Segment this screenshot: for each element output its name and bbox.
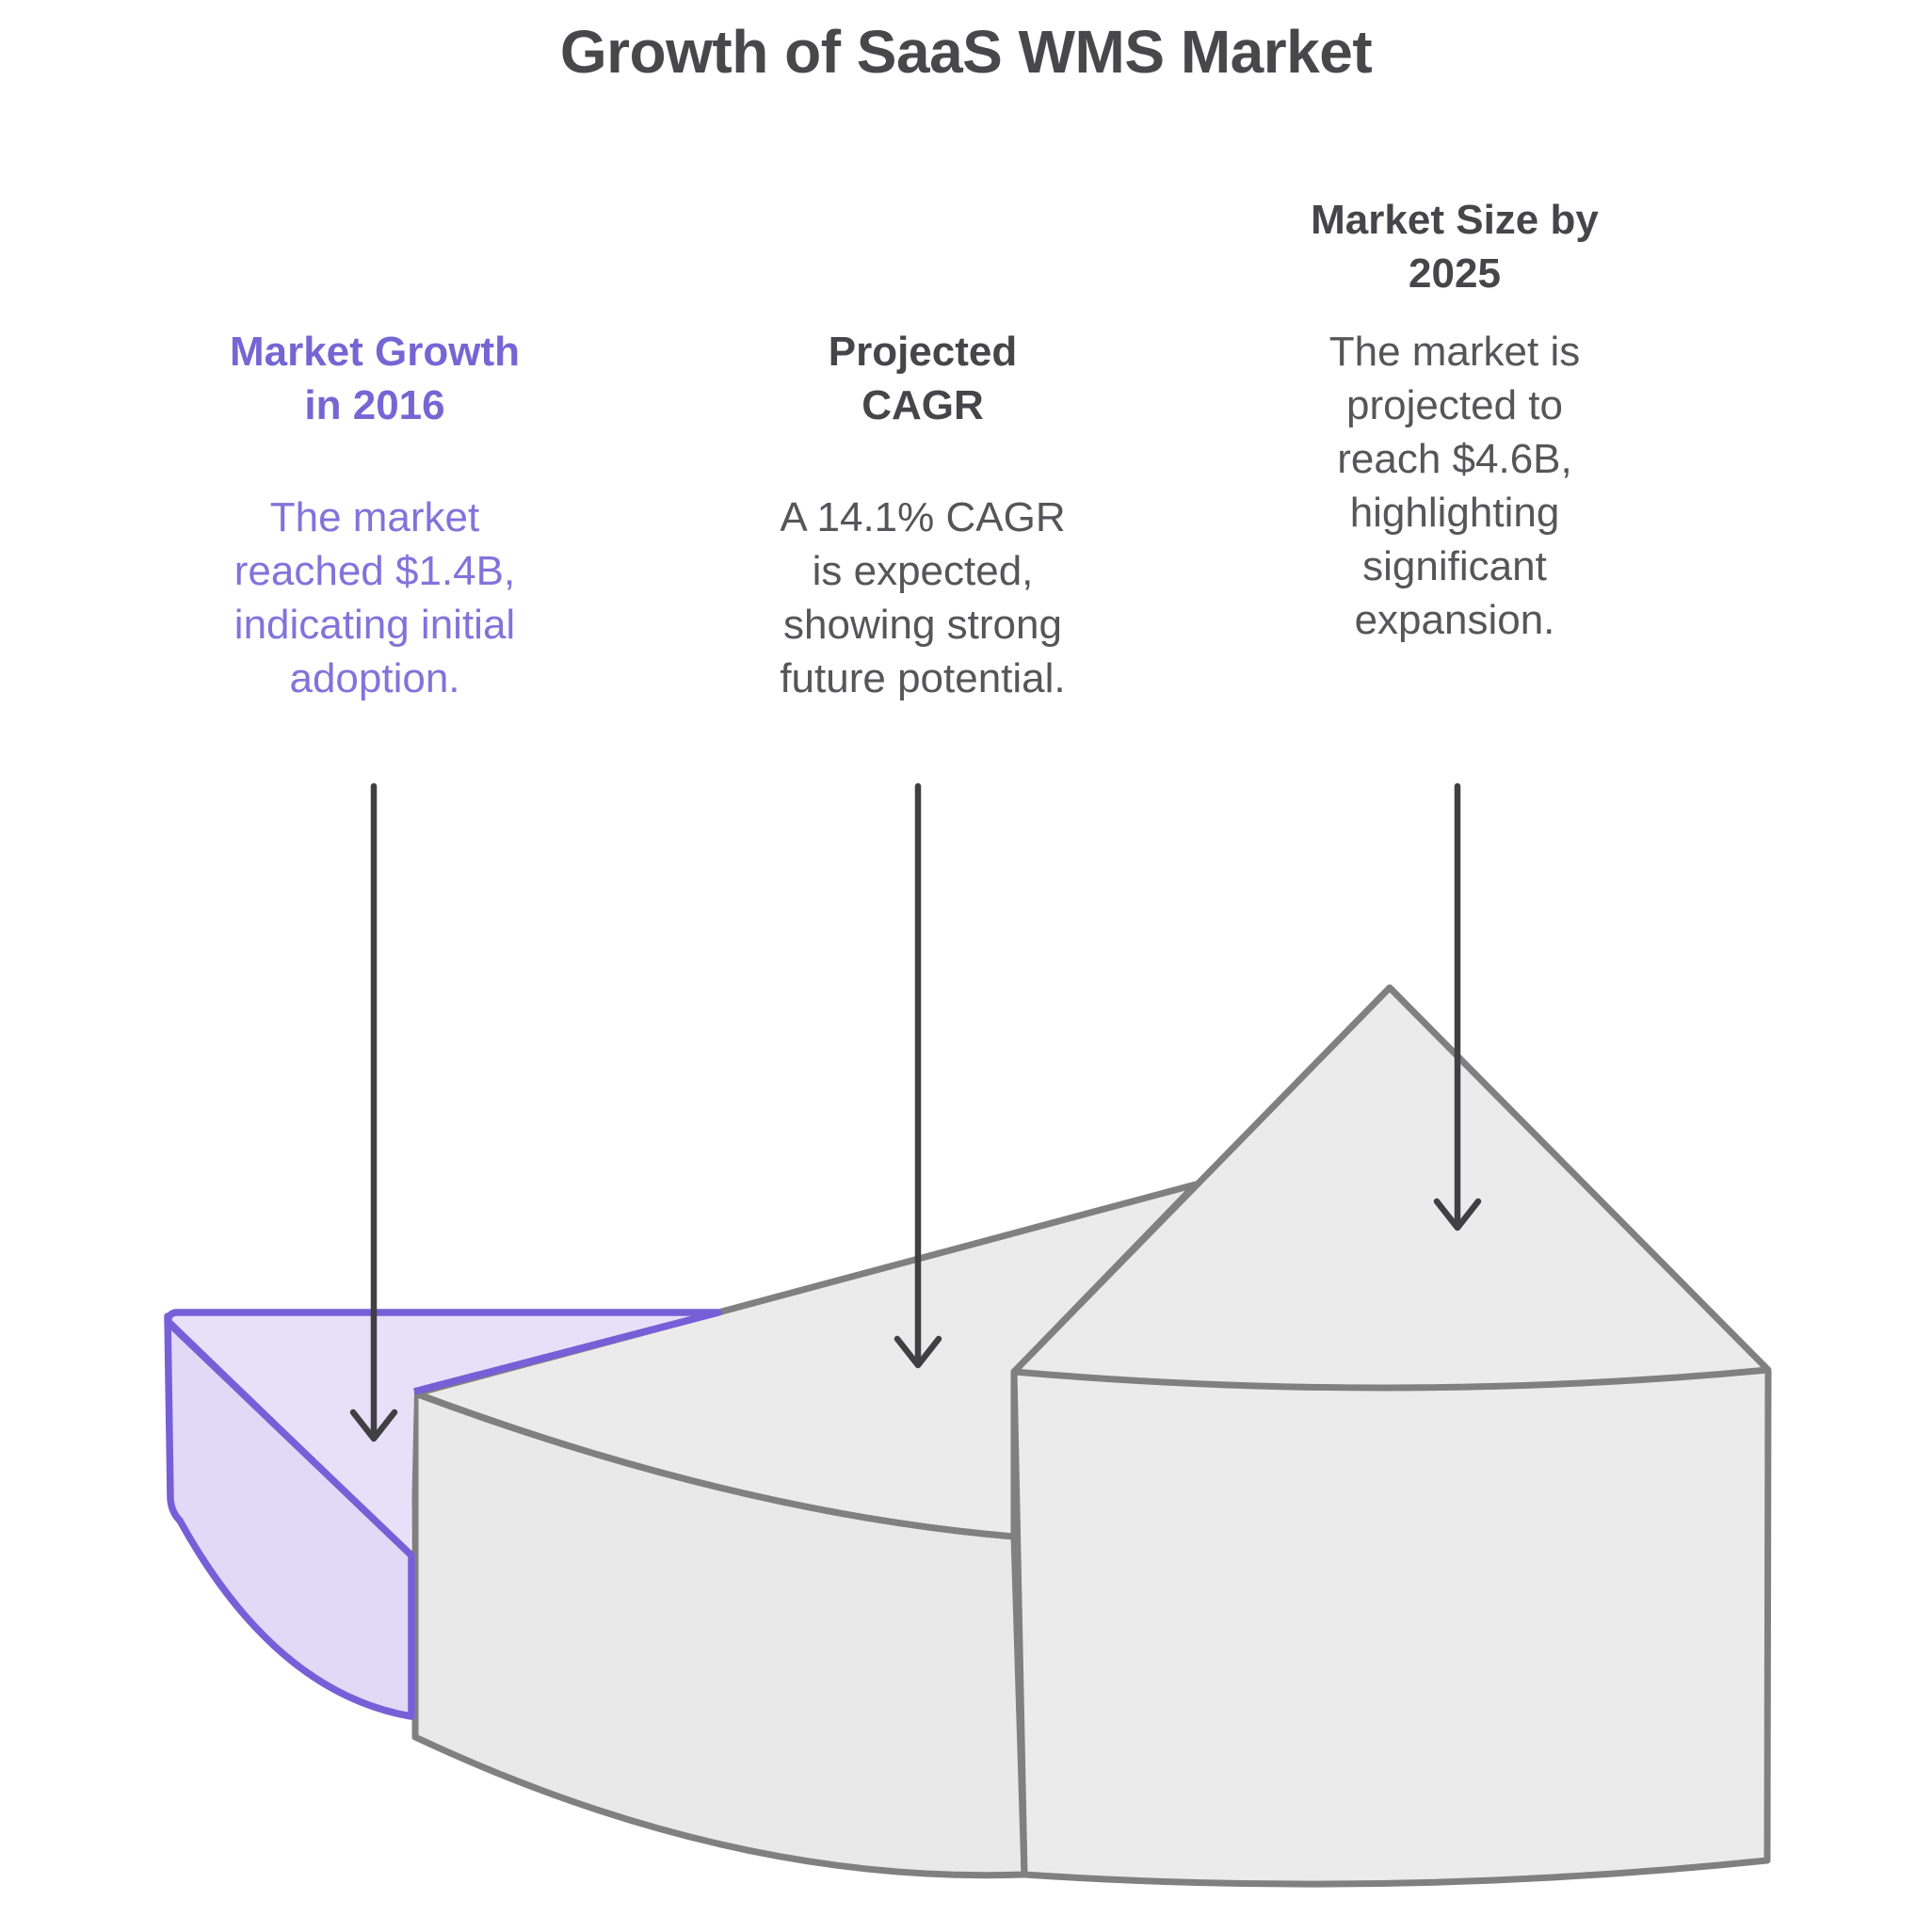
wedge-2025 <box>1010 984 1772 1888</box>
wedge-cagr-top-face <box>412 1181 1199 1540</box>
arrow-2016-connector <box>349 782 398 1442</box>
section-market-growth-2016-heading: Market Growth in 2016 <box>229 329 521 428</box>
section-projected-cagr-description: A 14.1% CAGR is expected, showing strong… <box>780 494 1066 701</box>
section-market-size-2025-heading: Market Size by 2025 <box>1311 197 1599 297</box>
arrow-cagr-connector <box>894 782 942 1369</box>
section-projected-cagr: Projected CAGR A 14.1% CAGR is expected,… <box>687 325 1158 705</box>
wedge-2025-rim-edge <box>1013 1366 1769 1392</box>
arrow-2025-head <box>1433 1198 1482 1232</box>
wedge-2016-top-face <box>168 1312 718 1555</box>
section-market-growth-2016-description: The market reached $1.4B, indicating ini… <box>233 494 516 701</box>
section-market-growth-2016: Market Growth in 2016 The market reached… <box>139 325 610 705</box>
section-market-size-2025-description: The market is projected to reach $4.6B, … <box>1328 329 1581 643</box>
wedge-2016-front-face <box>164 1312 415 1720</box>
wedge-2025-body <box>1010 984 1772 1888</box>
section-projected-cagr-heading: Projected CAGR <box>828 329 1018 428</box>
page-title: Growth of SaaS WMS Market <box>559 18 1373 86</box>
section-market-size-2025: Market Size by 2025 The market is projec… <box>1219 193 1690 647</box>
wedge-2016 <box>164 1309 722 1720</box>
arrow-2016-head <box>349 1409 398 1442</box>
wedge-cagr <box>411 1181 1199 1879</box>
arrow-2025-connector <box>1433 782 1482 1232</box>
arrow-cagr-head <box>894 1335 942 1369</box>
